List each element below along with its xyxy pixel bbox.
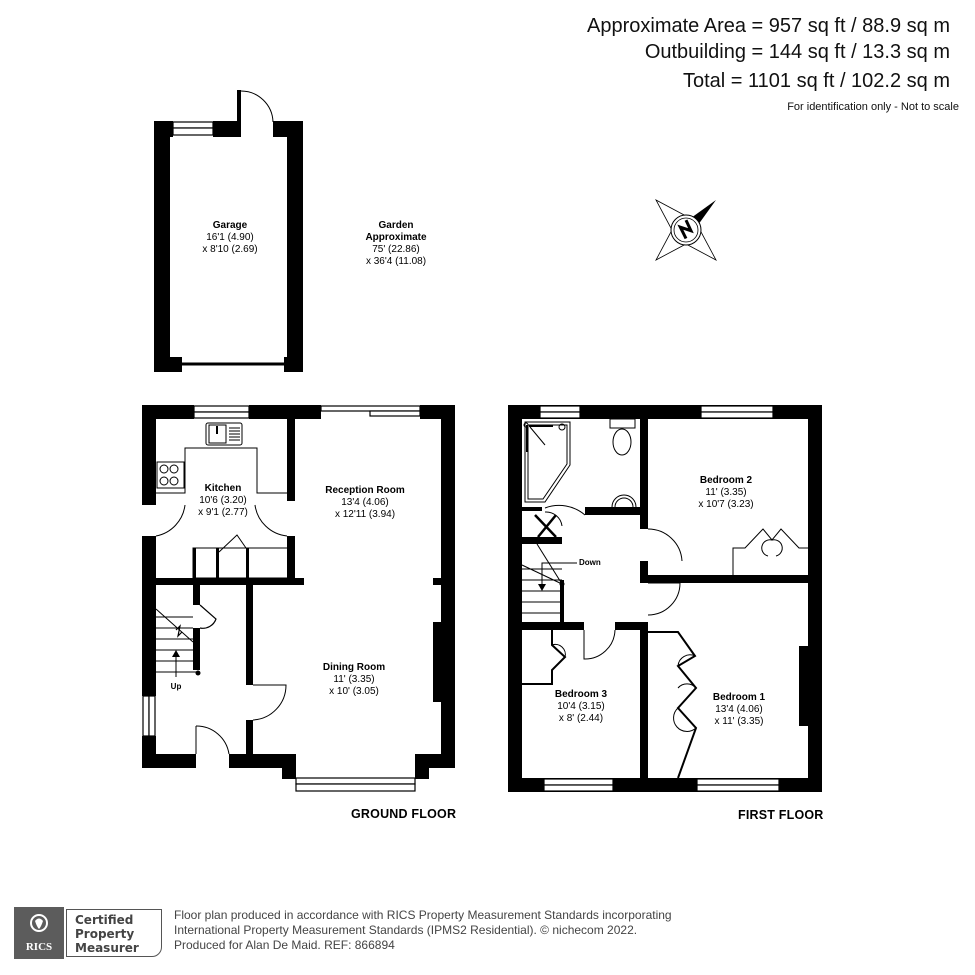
scale-note: For identification only - Not to scale: [787, 101, 959, 113]
room-dimension: 75' (22.86): [372, 244, 420, 255]
room-name: Garage: [212, 220, 248, 231]
room-dimension: 11' (3.35): [333, 674, 375, 685]
room-dimension: 13'4 (4.06): [341, 497, 389, 508]
room-label-kitchen: Kitchen 10'6 (3.20) x 9'1 (2.77): [198, 483, 248, 519]
newel-post: [195, 670, 201, 676]
rics-logo-text: RICS: [25, 941, 53, 953]
room-dimension: x 8'10 (2.69): [202, 244, 258, 255]
room-name: Approximate: [365, 232, 427, 243]
footer-line: Produced for Alan De Maid. REF: 866894: [174, 938, 395, 952]
first-floor-fixtures: [521, 418, 808, 779]
room-dimension: x 36'4 (11.08): [365, 256, 427, 267]
cert-line: Certified: [75, 913, 134, 927]
first-floor-windows: [539, 405, 780, 792]
room-label-garage: Garage 16'1 (4.90) x 8'10 (2.69): [202, 220, 257, 256]
ground-floor-walls: [142, 405, 455, 779]
rics-logo: RICS: [14, 907, 64, 959]
ground-floor-title: GROUND FLOOR: [351, 807, 457, 821]
room-dimension: x 9'1 (2.77): [198, 507, 248, 518]
stairs-up-label: Up: [170, 682, 182, 691]
cert-line: Property: [75, 927, 135, 941]
footer-line: Floor plan produced in accordance with R…: [174, 908, 672, 922]
lion-icon: [30, 914, 48, 932]
footer-disclaimer: Floor plan produced in accordance with R…: [174, 908, 672, 953]
room-dimension: 13'4 (4.06): [715, 704, 763, 715]
ground-floor-windows: [142, 405, 421, 792]
room-dimension: x 11' (3.35): [714, 716, 764, 727]
stairs-up-arrow-icon: [172, 650, 180, 657]
room-dimension: x 10' (3.05): [329, 686, 379, 697]
total-area: Total = 1101 sq ft / 102.2 sq m: [682, 70, 950, 92]
room-label-reception-room: Reception Room 13'4 (4.06) x 12'11 (3.94…: [325, 485, 404, 521]
first-floor-walls: [508, 405, 822, 792]
stairs-down-arrow-icon: [538, 584, 546, 591]
room-label-bedroom-3: Bedroom 3 10'4 (3.15) x 8' (2.44): [555, 689, 607, 725]
room-label-bedroom-1: Bedroom 1 13'4 (4.06) x 11' (3.35): [713, 692, 765, 728]
stairs-down-label: Down: [579, 558, 601, 567]
room-label-dining-room: Dining Room 11' (3.35) x 10' (3.05): [323, 662, 385, 698]
north-compass-icon: [655, 199, 717, 261]
room-name: Kitchen: [204, 483, 242, 494]
room-dimension: x 10'7 (3.23): [698, 499, 754, 510]
room-name: Dining Room: [322, 662, 386, 673]
room-dimension: x 8' (2.44): [558, 713, 604, 724]
room-dimension: 16'1 (4.90): [206, 232, 254, 243]
footer-line: International Property Measurement Stand…: [174, 923, 638, 937]
room-label-garden: Garden Approximate 75' (22.86) x 36'4 (1…: [365, 220, 426, 268]
approximate-area: Approximate Area = 957 sq ft / 88.9 sq m: [587, 15, 950, 37]
room-name: Bedroom 1: [712, 692, 766, 703]
garage-walls: [154, 90, 303, 372]
room-dimension: 10'6 (3.20): [199, 495, 247, 506]
cert-line: Measurer: [75, 941, 139, 955]
room-name: Garden: [378, 220, 414, 231]
room-dimension: 11' (3.35): [705, 487, 747, 498]
room-name: Bedroom 3: [554, 689, 608, 700]
room-dimension: x 12'11 (3.94): [334, 509, 396, 520]
room-dimension: 10'4 (3.15): [557, 701, 605, 712]
ground-floor-fixtures: [155, 422, 290, 755]
outbuilding-area: Outbuilding = 144 sq ft / 13.3 sq m: [644, 41, 950, 63]
newel-post-first: [559, 581, 565, 587]
room-name: Reception Room: [325, 485, 405, 496]
garage-window: [172, 121, 214, 136]
first-floor-title: FIRST FLOOR: [738, 808, 824, 822]
room-label-bedroom-2: Bedroom 2 11' (3.35) x 10'7 (3.23): [698, 475, 753, 511]
certified-measurer-badge: Certified Property Measurer: [66, 909, 162, 957]
garage-door-swing: [240, 90, 274, 123]
room-name: Bedroom 2: [699, 475, 753, 486]
